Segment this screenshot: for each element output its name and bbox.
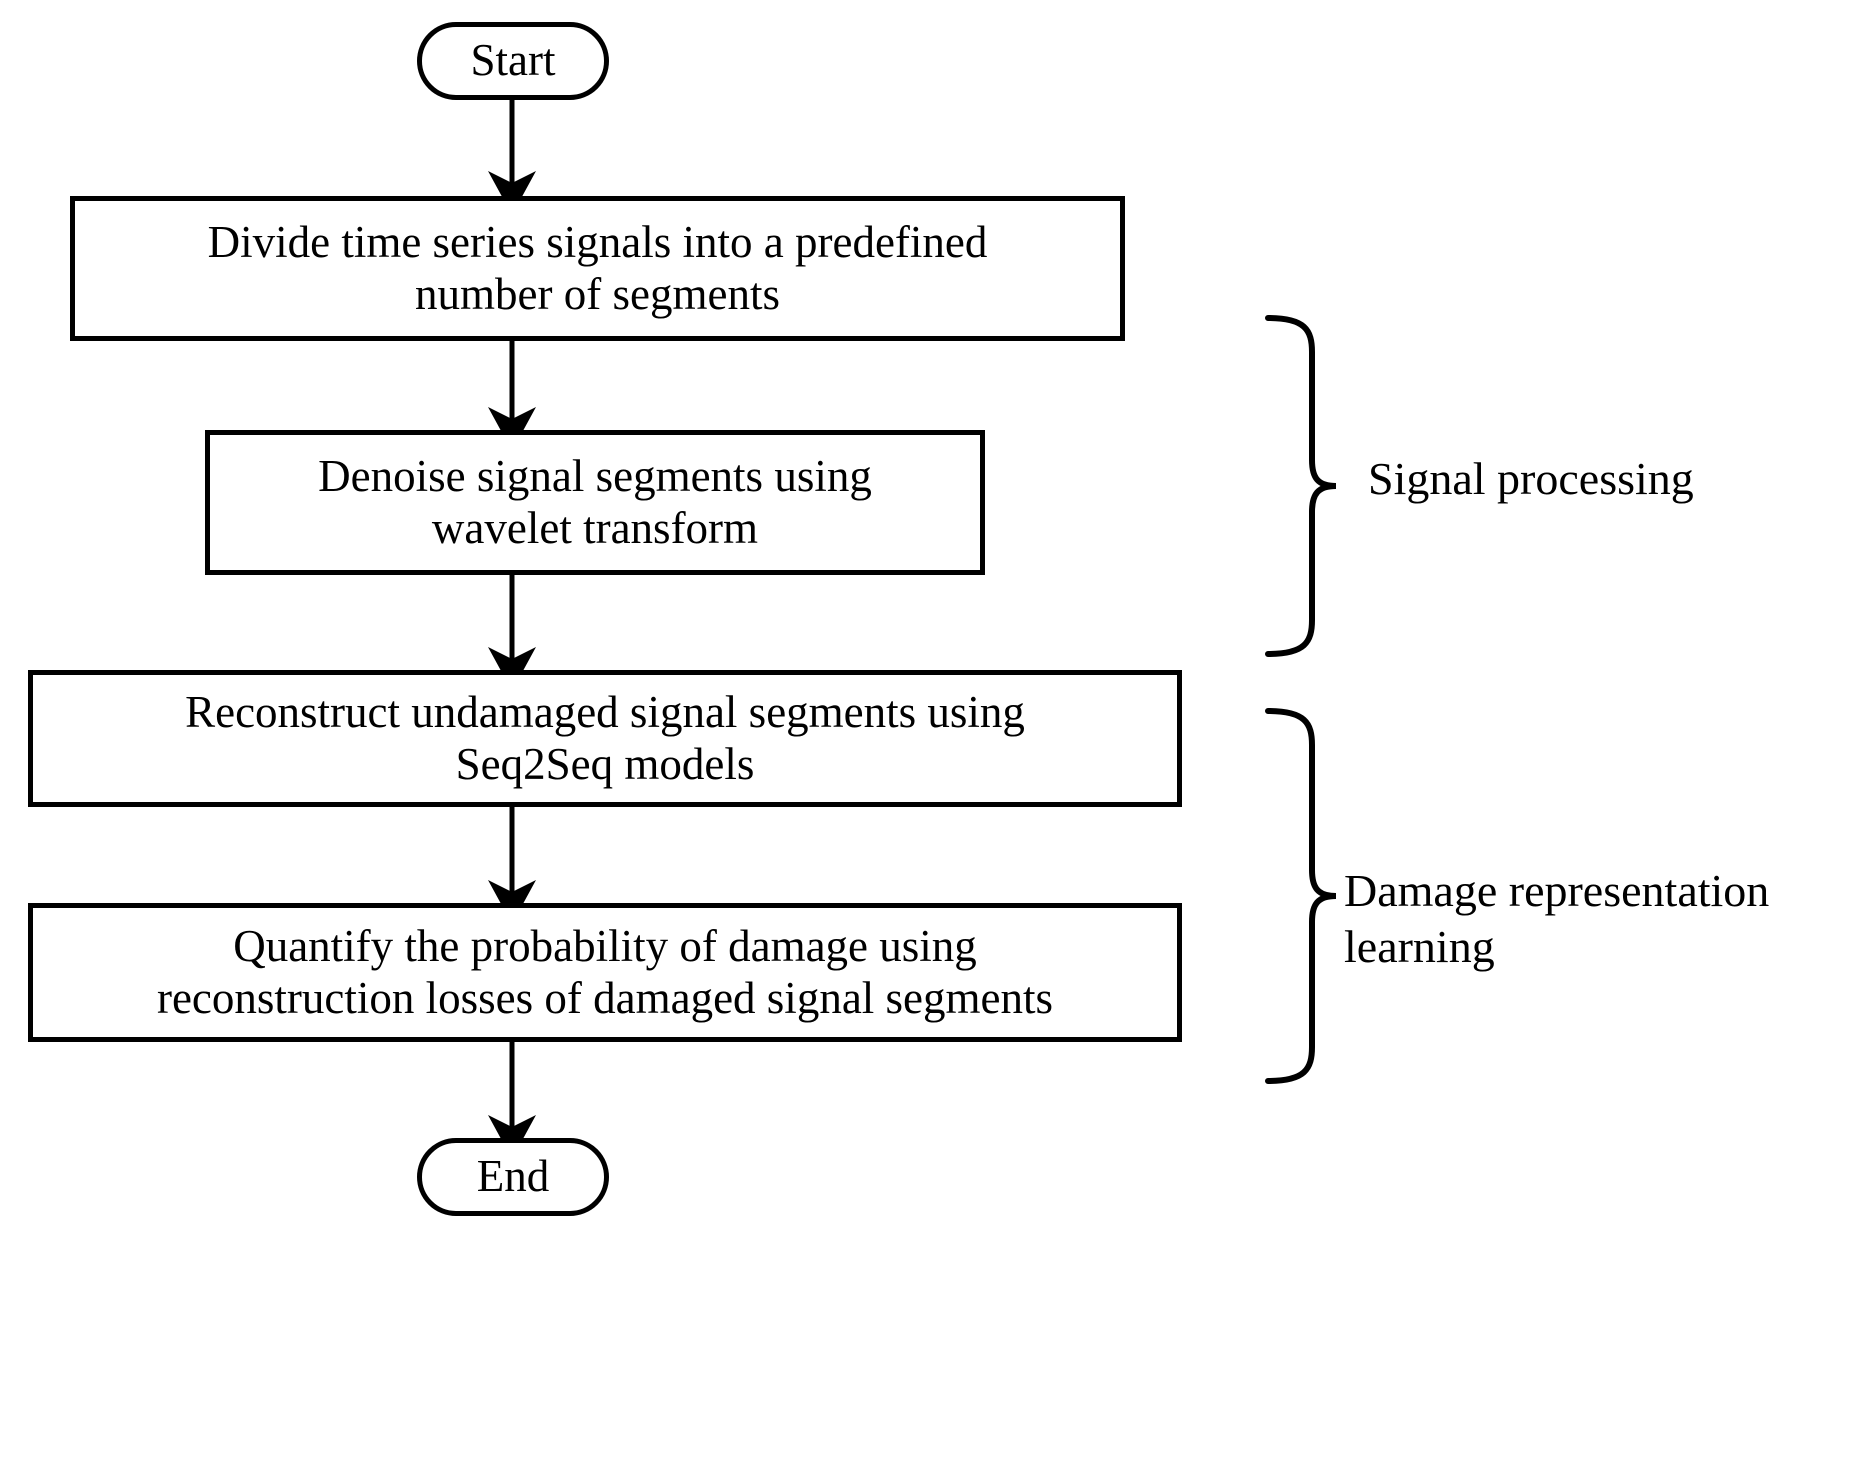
node-quantify-damage-probability[interactable]: Quantify the probability of damage using…	[28, 903, 1182, 1042]
node-quantify-damage-probability-label: Quantify the probability of damage using…	[156, 921, 1054, 1023]
node-end[interactable]: End	[417, 1138, 609, 1216]
group-label-signal-processing: Signal processing	[1368, 453, 1694, 504]
brace-damage-representation-learning	[1265, 708, 1337, 1084]
group-label-damage-representation-learning: Damage representation learning	[1344, 865, 1770, 973]
node-start-label: Start	[470, 35, 556, 86]
node-divide-time-series-label: Divide time series signals into a predef…	[207, 217, 988, 319]
node-denoise-signal-segments-label: Denoise signal segments using wavelet tr…	[318, 451, 872, 553]
node-denoise-signal-segments[interactable]: Denoise signal segments using wavelet tr…	[205, 430, 985, 575]
node-end-label: End	[476, 1151, 550, 1202]
node-reconstruct-undamaged-segments-label: Reconstruct undamaged signal segments us…	[185, 687, 1025, 789]
brace-signal-processing	[1265, 315, 1337, 657]
node-start[interactable]: Start	[417, 22, 609, 100]
node-divide-time-series[interactable]: Divide time series signals into a predef…	[70, 196, 1125, 341]
node-reconstruct-undamaged-segments[interactable]: Reconstruct undamaged signal segments us…	[28, 670, 1182, 807]
